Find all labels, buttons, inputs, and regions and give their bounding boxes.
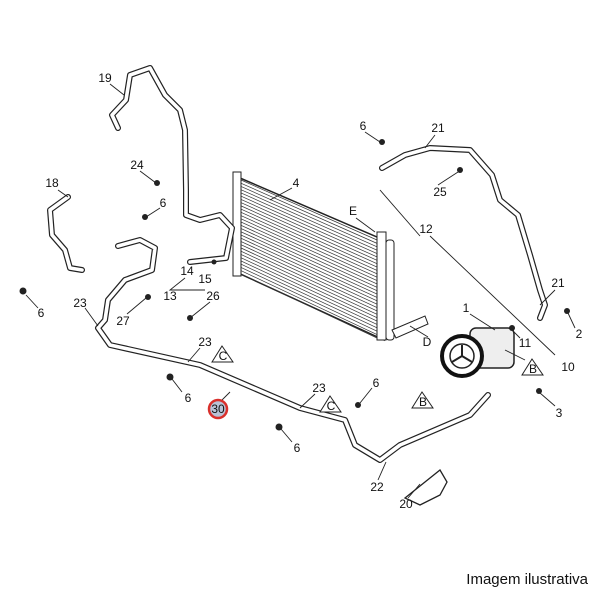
refrigerant-pipes: [47, 65, 548, 506]
condenser-fin: [239, 220, 378, 285]
callout: 1: [463, 301, 470, 315]
callout: 19: [98, 71, 112, 85]
callout: 2: [576, 327, 583, 341]
callout: 10: [561, 360, 575, 374]
callout: 21: [551, 276, 565, 290]
callout: 24: [130, 158, 144, 172]
callout: 11: [519, 336, 532, 350]
callout: 6: [294, 441, 301, 455]
callout: 27: [116, 314, 130, 328]
condenser-fin: [238, 224, 378, 288]
condenser-fin: [237, 252, 378, 319]
condenser-fin: [238, 236, 378, 302]
callout: 6: [360, 119, 367, 133]
condenser-fin: [240, 192, 378, 254]
marker-label: B: [419, 395, 427, 409]
condenser-fin: [239, 205, 378, 268]
callout: 12: [419, 222, 433, 236]
condenser-fin: [239, 208, 378, 271]
marker-b: [521, 358, 544, 376]
callout: 21: [431, 121, 445, 135]
highlighted-part-30[interactable]: 30: [207, 398, 229, 420]
callout: 20: [399, 497, 413, 511]
callout: 25: [433, 185, 447, 199]
condenser: [232, 171, 429, 342]
callouts: 19 24 18 6 4 14 15 13 26 27 23 6 23 6 23…: [38, 71, 583, 511]
condenser-fin: [237, 265, 378, 332]
callout: E: [349, 204, 357, 218]
callout: 13: [163, 289, 177, 303]
marker-c: [319, 395, 342, 413]
condenser-fin: [238, 227, 378, 292]
condenser-fin: [240, 198, 378, 261]
marker-label: C: [327, 399, 336, 413]
callout: 14: [180, 264, 194, 278]
marker-label: C: [219, 349, 228, 363]
fasteners: [19, 139, 570, 431]
callout: 18: [45, 176, 59, 190]
callout: 23: [198, 335, 212, 349]
condenser-fin: [237, 246, 378, 312]
condenser-fin: [240, 189, 378, 251]
condenser-fin: [237, 255, 378, 322]
callout: 6: [373, 376, 380, 390]
marker-c: [211, 345, 234, 363]
callout: 6: [38, 306, 45, 320]
callout: 15: [198, 272, 212, 286]
condenser-fin: [240, 195, 378, 258]
compressor: [440, 327, 515, 378]
callout: 4: [293, 176, 300, 190]
callout: 23: [73, 296, 87, 310]
reference-markers: [211, 345, 544, 413]
callout: 23: [312, 381, 326, 395]
condenser-fin: [237, 262, 378, 329]
condenser-fin: [240, 182, 378, 244]
condenser-fin: [237, 258, 378, 325]
image-caption: Imagem ilustrativa: [466, 571, 588, 588]
callout: D: [423, 335, 432, 349]
condenser-fin: [236, 271, 378, 339]
callout: 6: [185, 391, 192, 405]
condenser-fin: [239, 214, 378, 278]
condenser-fin: [236, 268, 378, 335]
marker-b: [411, 391, 434, 409]
callout: 26: [206, 289, 220, 303]
condenser-fin: [239, 211, 378, 275]
condenser-fin: [240, 179, 378, 241]
condenser-fin: [237, 249, 378, 315]
condenser-fin: [239, 217, 378, 281]
condenser-fin: [240, 186, 378, 248]
condenser-fin: [239, 201, 378, 264]
leader-lines: [25, 83, 576, 499]
callout-30: 30: [211, 402, 225, 416]
condenser-fin: [238, 239, 378, 305]
marker-label: B: [529, 362, 537, 376]
callout: 3: [556, 406, 563, 420]
condenser-fin: [238, 233, 378, 298]
marker-labels: C C B B: [219, 349, 537, 413]
condenser-fin: [238, 230, 378, 295]
bracket-20: [403, 469, 448, 506]
callout: 6: [160, 196, 167, 210]
condenser-fin: [238, 243, 378, 308]
callout: 22: [370, 480, 384, 494]
